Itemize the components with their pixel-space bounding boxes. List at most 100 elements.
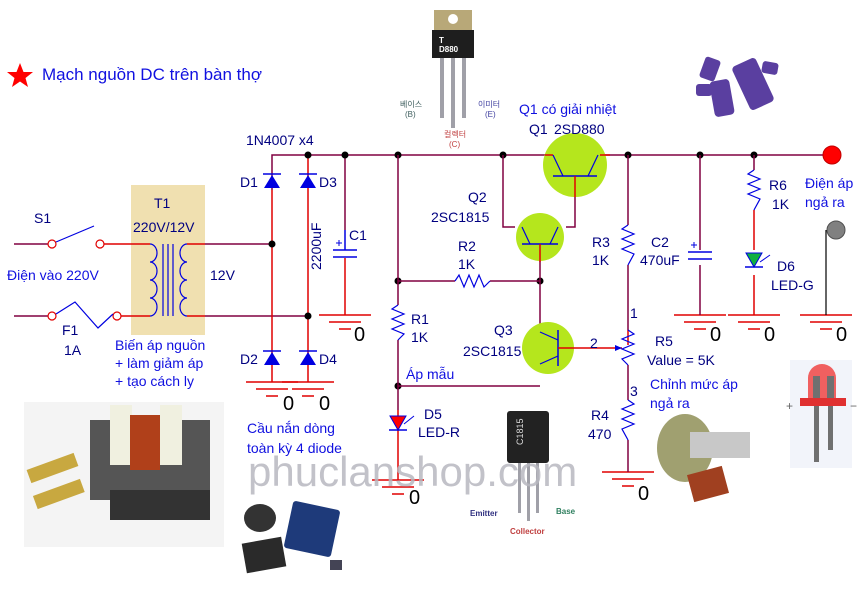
led-minus-label: − [850,399,858,413]
diode-d4-label: D4 [319,351,337,367]
diode-d4 [299,350,317,365]
diode-d2 [263,350,281,365]
transformer-value: 220V/12V [133,219,195,235]
photo-transformer [24,402,224,547]
output-label-2: ngả ra [805,194,845,210]
d880-collector-label: 컬렉터 [444,130,467,139]
transistor-q1-ref: Q1 [529,121,548,137]
switch-s1 [47,225,105,249]
photo-capacitors [696,56,779,117]
wiper-arrow [615,345,622,351]
resistor-r6-value: 1K [772,196,790,212]
resistor-r3-ref: R3 [592,234,610,250]
led-d6 [745,252,771,269]
resistor-r2 [454,273,491,289]
reference-voltage-note: Áp mẫu [406,366,455,382]
ground-label: 0 [764,324,776,346]
capacitor-c2-value: 470uF [640,252,680,268]
resistor-r1 [390,304,406,341]
transistor-q2-ref: Q2 [468,189,487,205]
transistor-q3-part: 2SC1815 [463,343,522,359]
capacitor-c2-ref: C2 [651,234,669,250]
star-icon [7,63,33,87]
r5-note-2: ngả ra [650,395,690,411]
bridge-part-label: 1N4007 x4 [246,132,314,148]
photo-led [790,360,852,468]
transistor-q1-note: Q1 có giải nhiệt [519,101,617,117]
transformer-ref: T1 [154,195,171,211]
resistor-r2-ref: R2 [458,238,476,254]
output-negative-terminal[interactable] [826,220,846,240]
transformer-secondary-label: 12V [210,267,235,283]
ground-label: 0 [354,324,366,346]
resistor-r4-ref: R4 [591,407,609,423]
ground-label: 0 [710,324,722,346]
resistor-r4 [620,399,636,441]
transistor-q1-part: 2SD880 [554,121,605,137]
d880-base-letter: (B) [405,110,416,119]
output-positive-terminal[interactable] [822,145,842,165]
diode-d3-label: D3 [319,174,337,190]
led-plus-label: + [786,399,794,413]
r5-pin-2: 2 [590,335,598,351]
capacitor-c2 [688,242,712,260]
led-d5-ref: D5 [424,406,442,422]
resistor-r3 [620,224,636,266]
resistor-r5 [620,329,636,366]
capacitor-c1-value: 2200uF [308,222,324,270]
transistor-q3-ref: Q3 [494,322,513,338]
transformer-note-1: Biến áp nguồn [115,337,206,353]
d880-marking-1: T [439,36,444,45]
resistor-r5-ref: R5 [655,333,673,349]
input-wiring [14,243,150,317]
photo-transistor-c1815 [507,411,549,521]
diode-d3 [299,173,317,188]
led-d6-value: LED-G [771,277,814,293]
transistor-q2 [516,213,564,262]
led-d6-ref: D6 [777,258,795,274]
ground-label: 0 [409,487,421,509]
capacitor-c1-ref: C1 [349,227,367,243]
transformer-coils [149,243,188,317]
r5-pin-3: 3 [630,383,638,399]
input-voltage-label: Điện vào 220V [7,267,99,283]
photo-potentiometer [657,414,750,503]
page-title: Mạch nguồn DC trên bàn thợ [42,65,262,84]
led-d5 [389,415,415,432]
fuse-f1 [47,301,122,329]
watermark: phuclanshop.com [248,448,578,495]
ground-label: 0 [319,393,331,415]
resistor-r4-value: 470 [588,426,612,442]
transformer-note-2: + làm giảm áp [115,355,204,371]
fuse-f1-ref: F1 [62,322,79,338]
fuse-f1-value: 1A [64,342,82,358]
bridge-note-2: toàn kỳ 4 diode [247,440,342,456]
d880-emitter-label: 이미터 [478,100,501,109]
photo-bridge-rectifiers [241,501,342,574]
diode-d1 [263,173,281,188]
bridge-note-1: Cầu nắn dòng [247,420,335,436]
led-d5-value: LED-R [418,424,461,440]
transistor-q2-part: 2SC1815 [431,209,490,225]
resistor-r2-value: 1K [458,256,476,272]
switch-s1-label: S1 [34,210,52,226]
resistor-r6-ref: R6 [769,177,787,193]
resistor-r6 [746,169,762,211]
resistor-r3-value: 1K [592,252,610,268]
resistor-r5-value: Value = 5K [647,352,715,368]
c1815-emitter-label: Emitter [470,509,498,518]
resistor-r1-value: 1K [411,329,429,345]
resistor-r1-ref: R1 [411,311,429,327]
ground-label: 0 [283,393,295,415]
d880-marking-2: D880 [439,45,459,54]
transistor-q1 [543,133,610,197]
c1815-marking: C1815 [515,418,525,445]
transformer-note-3: + tạo cách ly [115,373,194,389]
d880-emitter-letter: (E) [485,110,496,119]
ground-label: 0 [836,324,848,346]
d880-base-label: 베이스 [400,100,423,109]
c1815-base-label: Base [556,507,576,516]
photo-transistor-d880 [432,10,474,128]
